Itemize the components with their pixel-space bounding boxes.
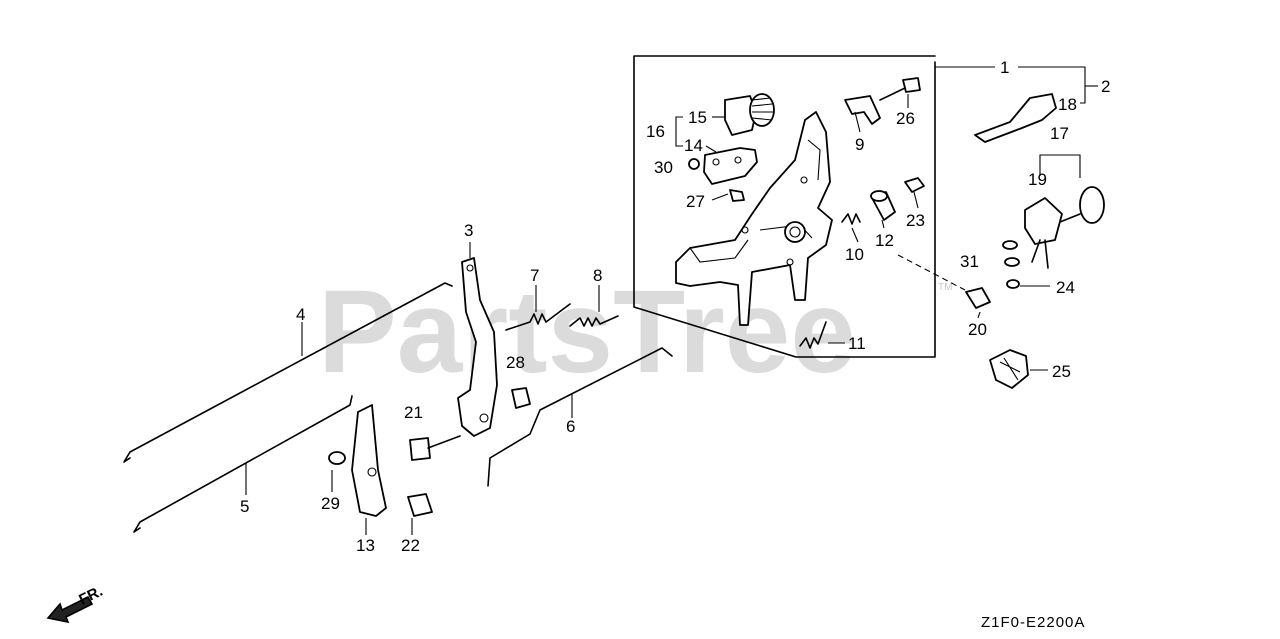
throttle-arm-13[interactable] — [351, 404, 387, 517]
callout-7[interactable]: 7 — [530, 266, 539, 285]
bolt-21[interactable] — [409, 435, 461, 461]
collar-12[interactable] — [870, 190, 896, 221]
rod-6[interactable] — [487, 347, 673, 487]
watermark: PartsTree — [318, 266, 856, 398]
callout-10[interactable]: 10 — [845, 245, 864, 264]
leader-10 — [851, 227, 859, 243]
callout-23[interactable]: 23 — [906, 211, 925, 230]
rod-4[interactable] — [123, 282, 453, 463]
governor-bracket[interactable] — [675, 111, 833, 326]
callout-12[interactable]: 12 — [875, 231, 894, 250]
switch-plate-14[interactable] — [703, 147, 758, 185]
switch-19[interactable] — [1024, 186, 1105, 269]
assembly-box-1 — [633, 55, 936, 358]
callout-31[interactable]: 31 — [960, 252, 979, 271]
callout-1[interactable]: 1 — [1000, 58, 1009, 77]
callout-15[interactable]: 15 — [688, 108, 707, 127]
callout-8[interactable]: 8 — [593, 266, 602, 285]
governor-arm-3[interactable] — [457, 257, 498, 437]
stop-switch-15[interactable] — [724, 93, 775, 136]
nut-28[interactable] — [511, 387, 531, 409]
callout-17[interactable]: 17 — [1050, 124, 1069, 143]
leader-12 — [881, 219, 885, 229]
callout-28[interactable]: 28 — [506, 353, 525, 372]
callout-5[interactable]: 5 — [240, 497, 249, 516]
callout-16[interactable]: 16 — [646, 122, 665, 141]
callout-30[interactable]: 30 — [654, 158, 673, 177]
callout-29[interactable]: 29 — [321, 494, 340, 513]
bracket-16 — [675, 116, 683, 147]
leader-27 — [711, 193, 729, 201]
spring-10[interactable] — [841, 213, 861, 225]
callout-18[interactable]: 18 — [1058, 95, 1077, 114]
callout-9[interactable]: 9 — [855, 135, 864, 154]
bolt-20[interactable] — [965, 287, 991, 309]
bolt-22[interactable] — [407, 493, 433, 517]
screw-27[interactable] — [729, 189, 745, 202]
callout-22[interactable]: 22 — [401, 536, 420, 555]
callout-6[interactable]: 6 — [566, 417, 575, 436]
bolt-26[interactable] — [879, 77, 921, 101]
callout-27[interactable]: 27 — [686, 192, 705, 211]
callout-24[interactable]: 24 — [1056, 278, 1075, 297]
callout-25[interactable]: 25 — [1052, 362, 1071, 381]
bracket-17 — [1039, 154, 1081, 178]
watermark-tm: TM — [938, 282, 952, 293]
callout-11[interactable]: 11 — [848, 334, 866, 353]
bracket-2 — [1018, 66, 1086, 104]
leader-20 — [977, 311, 981, 319]
leader-9 — [854, 111, 861, 133]
spring-7[interactable] — [505, 303, 571, 331]
leader-31 — [897, 254, 966, 291]
spring-8[interactable] — [569, 315, 619, 327]
leader-23 — [913, 191, 919, 209]
callout-3[interactable]: 3 — [464, 221, 473, 240]
callout-13[interactable]: 13 — [356, 536, 375, 555]
callout-26[interactable]: 26 — [896, 109, 915, 128]
callout-14[interactable]: 14 — [684, 136, 703, 155]
washer-30[interactable] — [688, 158, 700, 170]
callout-2[interactable]: 2 — [1101, 77, 1110, 96]
diagram-code: Z1F0-E2200A — [981, 614, 1085, 631]
rod-5[interactable] — [133, 395, 353, 533]
front-direction-arrow: FR. — [46, 583, 105, 624]
callout-20[interactable]: 20 — [968, 320, 987, 339]
leader-14 — [705, 145, 717, 153]
clip-9[interactable] — [844, 95, 881, 125]
callout-4[interactable]: 4 — [296, 305, 305, 324]
callout-19[interactable]: 19 — [1028, 170, 1047, 189]
washers-24[interactable] — [1002, 240, 1020, 289]
spring-11[interactable] — [799, 321, 827, 349]
bolt-23[interactable] — [904, 177, 925, 193]
washer-29[interactable] — [328, 451, 346, 465]
callout-21[interactable]: 21 — [404, 403, 423, 422]
lever-plate-18[interactable] — [974, 93, 1057, 143]
grommet-25[interactable] — [989, 349, 1029, 389]
